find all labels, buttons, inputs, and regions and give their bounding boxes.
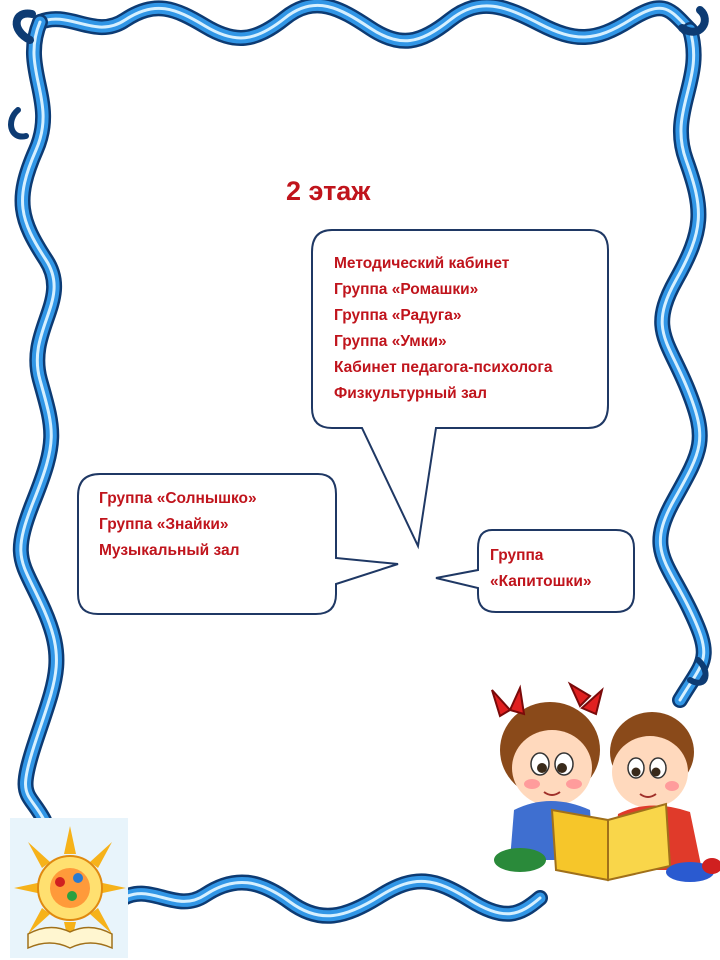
top-bubble-list: Методический кабинет Группа «Ромашки» Гр…: [334, 251, 552, 407]
right-bubble-list: Группа «Капитошки»: [490, 543, 591, 595]
left-bubble-list: Группа «Солнышко» Группа «Знайки» Музыка…: [99, 486, 257, 564]
list-item: Методический кабинет: [334, 255, 510, 272]
page-title: 2 этаж: [286, 176, 371, 206]
list-item: Группа «Радуга»: [334, 307, 462, 324]
list-item: Группа «Знайки»: [99, 516, 229, 533]
list-item: Группа «Умки»: [334, 333, 447, 350]
list-item: Группа: [490, 547, 544, 564]
right-speech-bubble: [435, 529, 635, 613]
kids-illustration: [491, 681, 720, 882]
list-item: Музыкальный зал: [99, 542, 240, 559]
top-speech-bubble: [311, 229, 609, 550]
list-item: Группа «Ромашки»: [334, 281, 479, 298]
list-item: «Капитошки»: [490, 573, 592, 590]
list-item: Группа «Солнышко»: [99, 490, 257, 507]
list-item: Физкультурный зал: [334, 385, 487, 402]
sun-logo: [10, 818, 128, 958]
list-item: Кабинет педагога-психолога: [334, 359, 553, 376]
left-speech-bubble: [77, 473, 399, 615]
